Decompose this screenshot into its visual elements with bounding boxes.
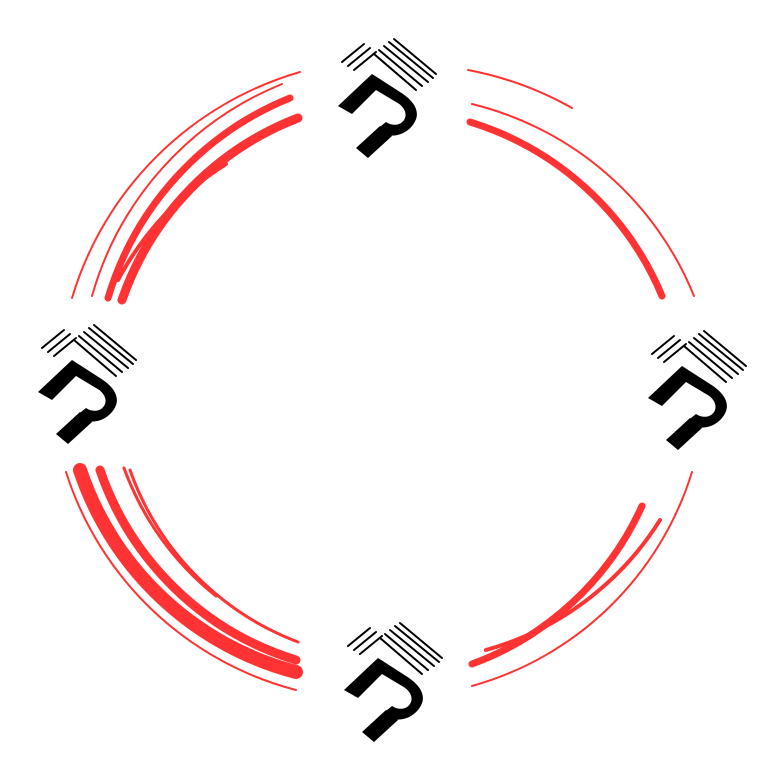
arc-bottom-right bbox=[468, 471, 693, 687]
arc-bottom-left bbox=[65, 463, 303, 691]
logo-top-icon bbox=[337, 38, 437, 159]
logo-bottom-icon bbox=[343, 622, 443, 743]
arc-top-left bbox=[71, 71, 303, 305]
logo-right-icon bbox=[647, 330, 747, 451]
arc-top-right bbox=[466, 69, 695, 300]
logo-left-icon bbox=[37, 324, 137, 445]
